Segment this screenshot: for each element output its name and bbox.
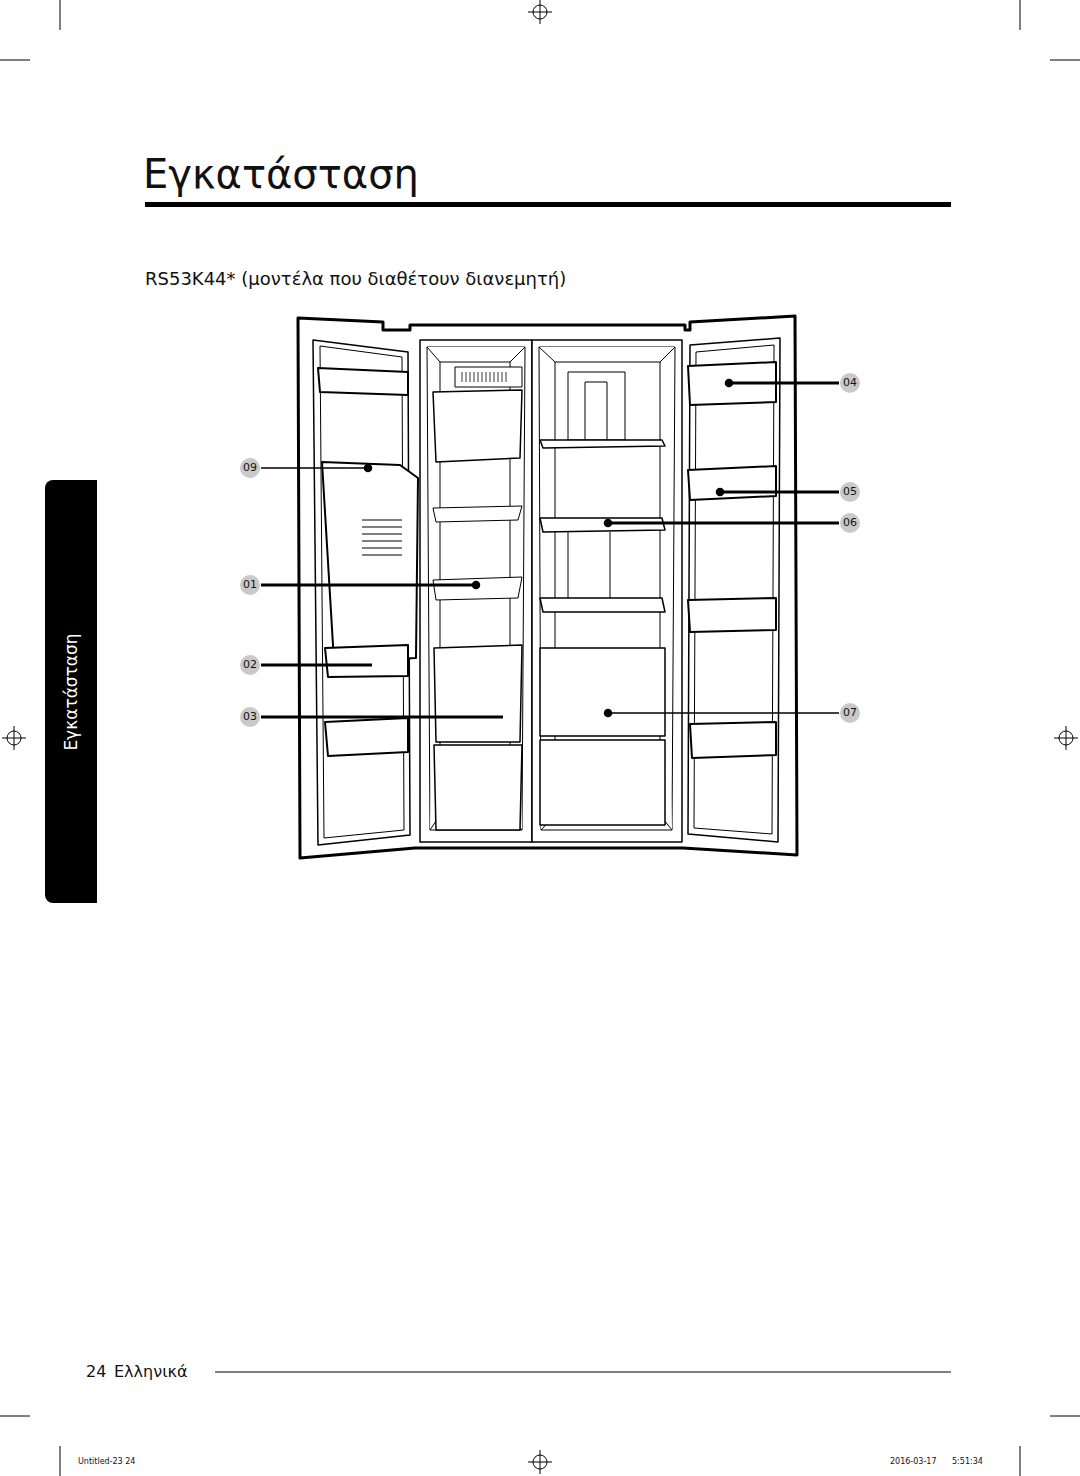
callout-number: 03: [240, 707, 260, 727]
fridge: [298, 316, 797, 858]
callout-number: 09: [240, 458, 260, 478]
leader-lines: [261, 380, 839, 718]
callout-number: 07: [840, 703, 860, 723]
print-date: 2016-03-17: [890, 1457, 937, 1466]
tab-label: Εγκατάσταση: [61, 633, 81, 750]
callout-number: 02: [240, 655, 260, 675]
footer-rule: [215, 1372, 951, 1373]
callout-number: 05: [840, 482, 860, 502]
grill-slots: [462, 372, 506, 382]
side-tab: Εγκατάσταση: [45, 480, 97, 903]
print-time: 5:51:34: [952, 1457, 983, 1466]
callout-number: 06: [840, 513, 860, 533]
callout-number: 01: [240, 575, 260, 595]
subtitle: RS53K44* (μοντέλα που διαθέτουν διανεμητ…: [145, 268, 566, 289]
footer-language: Ελληνικά: [114, 1362, 188, 1381]
page-number: 24: [86, 1362, 106, 1381]
print-file-mark: Untitled-23 24: [78, 1457, 135, 1466]
title-rule: [145, 202, 951, 207]
vent-slots: [362, 520, 402, 555]
callout-number: 04: [840, 373, 860, 393]
page-title: Εγκατάσταση: [143, 150, 419, 198]
